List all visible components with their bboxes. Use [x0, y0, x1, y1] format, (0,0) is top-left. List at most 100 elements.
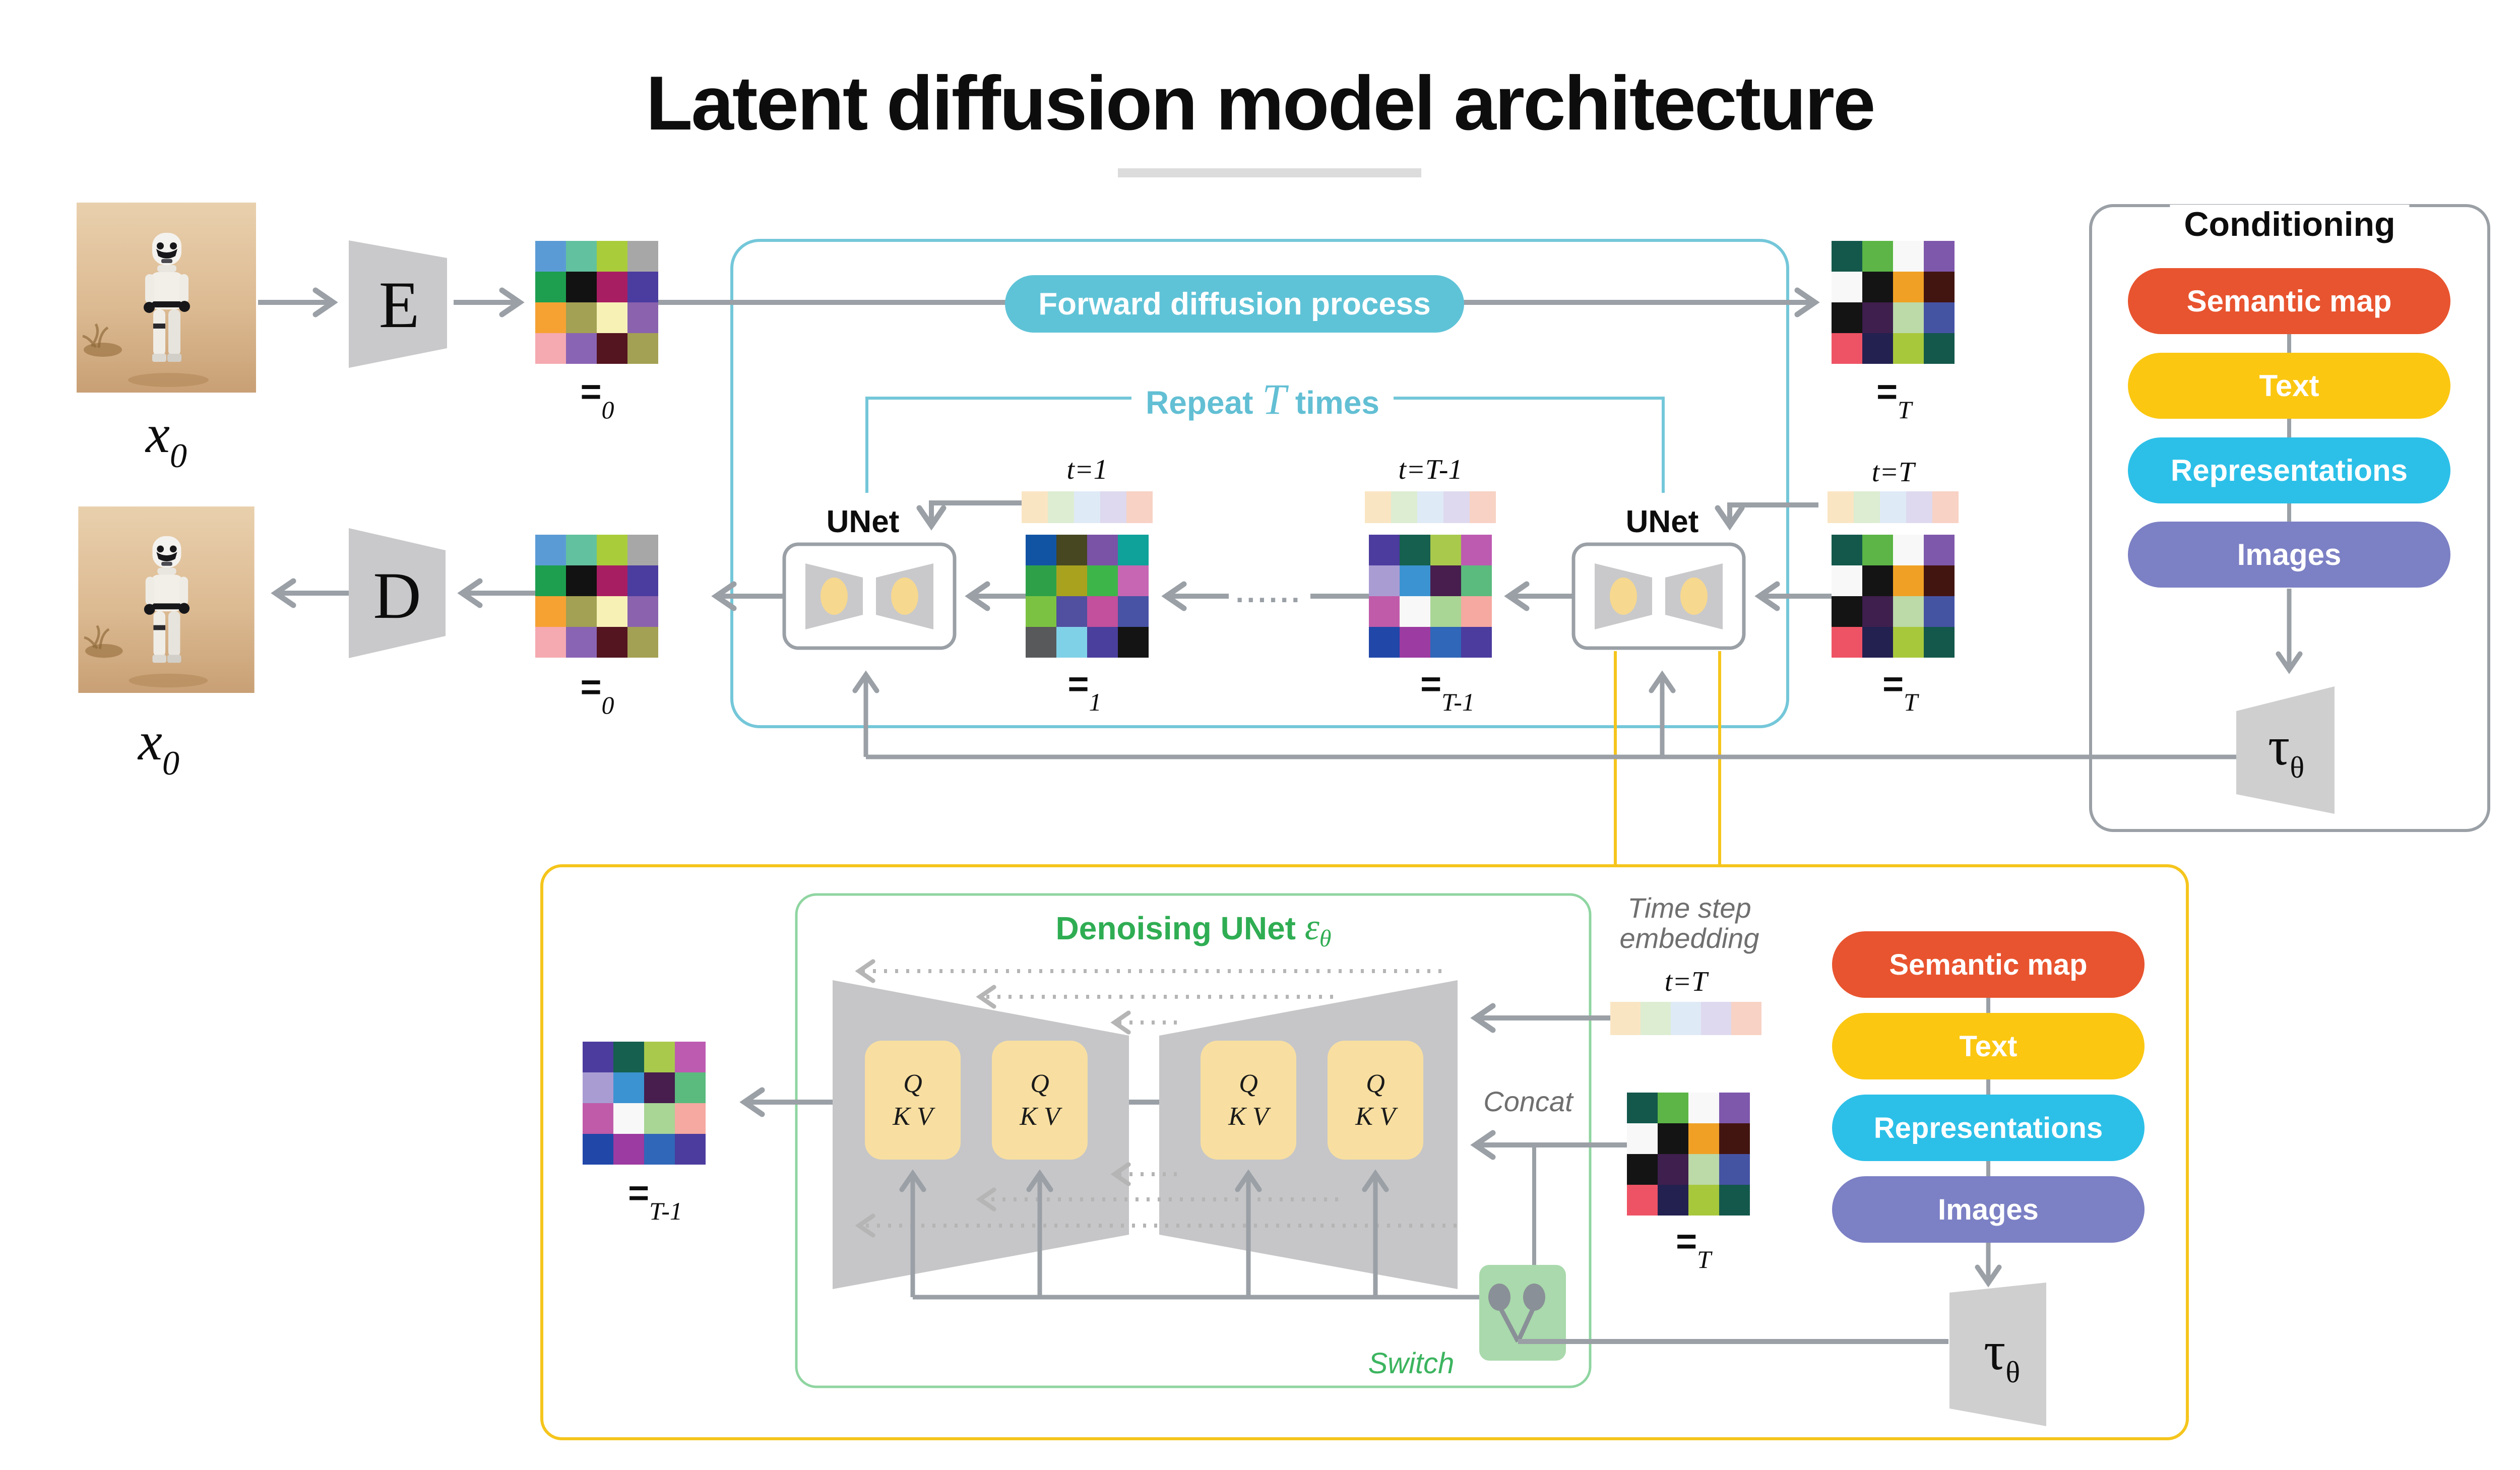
latent-cell	[1906, 491, 1932, 523]
latent-cell	[1369, 565, 1400, 596]
latent-grid-zTm1-detail	[583, 1042, 706, 1165]
latent-cell	[1862, 333, 1893, 364]
latent-cell	[1862, 565, 1893, 596]
latent-cell	[1924, 302, 1955, 333]
latent-cell	[1832, 333, 1862, 364]
tT-label: t=T	[1871, 457, 1915, 488]
repeat-bracket-left	[865, 397, 1131, 493]
latent-cell	[1369, 596, 1400, 627]
latent-cell	[1893, 627, 1924, 658]
tau-encoder-shape	[2236, 686, 2335, 814]
latent-cell	[597, 241, 627, 272]
latent-grid-z0-bottom	[535, 535, 658, 658]
latent-cell	[1627, 1093, 1658, 1123]
stormtrooper-figure	[144, 233, 190, 362]
latent-cell	[1443, 491, 1470, 523]
latent-cell	[1832, 565, 1862, 596]
denoising-unet-box	[795, 893, 1592, 1388]
unet-label-right: UNet	[1625, 504, 1699, 539]
latent-grid-z0-top	[535, 241, 658, 364]
latent-cell	[1862, 627, 1893, 658]
arrow-t1-to-unet	[916, 500, 1022, 531]
latent-cell	[1924, 333, 1955, 364]
latent-cell	[1074, 491, 1100, 523]
latent-cell	[1461, 627, 1492, 658]
latent-cell	[1658, 1185, 1688, 1216]
latent-cell	[1862, 241, 1893, 272]
latent-cell	[597, 333, 627, 364]
latent-cell	[644, 1103, 675, 1134]
latent-cell	[1924, 596, 1955, 627]
latent-cell	[583, 1134, 613, 1165]
latent-cell	[1688, 1093, 1719, 1123]
latent-cell	[1461, 596, 1492, 627]
t1-label: t=1	[1066, 454, 1108, 485]
latent-cell	[566, 302, 597, 333]
latent-cell	[1893, 565, 1924, 596]
latent-cell	[1862, 302, 1893, 333]
latent-cell	[583, 1042, 613, 1072]
latent-cell	[583, 1072, 613, 1103]
latent-cell	[1924, 535, 1955, 565]
arrow-tT-to-unet	[1715, 502, 1818, 531]
latent-cell	[566, 272, 597, 302]
latent-cell	[566, 535, 597, 565]
unet-block-right	[1571, 542, 1746, 650]
latent-cell	[1893, 272, 1924, 302]
latent-cell	[1893, 302, 1924, 333]
latent-cell	[566, 627, 597, 658]
timestep-strip-tT	[1828, 491, 1959, 523]
latent-cell	[1369, 627, 1400, 658]
pill-images: Images	[2128, 522, 2450, 588]
latent-cell	[1893, 535, 1924, 565]
latent-cell	[1832, 596, 1862, 627]
latent-cell	[627, 272, 658, 302]
plant-blur	[84, 343, 122, 357]
latent-cell	[1832, 535, 1862, 565]
latent-cell	[1893, 596, 1924, 627]
zT-label-top: =T	[1876, 372, 1912, 424]
latent-cell	[1087, 565, 1118, 596]
latent-cell	[1461, 535, 1492, 565]
repeat-t-times-label: Repeat T times	[1136, 374, 1390, 424]
latent-cell	[566, 596, 597, 627]
z0-label-bottom: =0	[580, 667, 614, 719]
switch-box	[1479, 1265, 1566, 1361]
latent-cell	[1641, 1002, 1671, 1035]
tTm1-label: t=T-1	[1398, 454, 1463, 485]
latent-cell	[1658, 1093, 1688, 1123]
latent-cell	[597, 565, 627, 596]
ellipsis-dots: ......	[1235, 576, 1303, 609]
x0-label-bottom: x0	[138, 712, 179, 782]
latent-cell	[1026, 627, 1056, 658]
pill-text: Text	[2128, 353, 2450, 419]
latent-cell	[1048, 491, 1074, 523]
latent-cell	[1862, 596, 1893, 627]
unet-block-left	[782, 542, 957, 650]
latent-cell	[1391, 491, 1417, 523]
latent-cell	[1932, 491, 1959, 523]
latent-cell	[1087, 627, 1118, 658]
pill-images-bottom: Images	[1832, 1176, 2145, 1243]
zTm1-label-detail: =T-1	[628, 1173, 682, 1225]
latent-grid-zT-mid	[1832, 535, 1955, 658]
zTm1-label: =T-1	[1420, 664, 1475, 716]
latent-cell	[1400, 627, 1430, 658]
page-title: Latent diffusion model architecture	[646, 60, 1875, 146]
latent-cell	[597, 627, 627, 658]
latent-cell	[1658, 1123, 1688, 1154]
latent-cell	[1026, 535, 1056, 565]
latent-cell	[566, 565, 597, 596]
latent-cell	[644, 1134, 675, 1165]
encoder-label: E	[379, 268, 420, 342]
latent-cell	[1924, 565, 1955, 596]
latent-cell	[1880, 491, 1906, 523]
tau-label: τθ	[2267, 717, 2305, 784]
input-image-x0	[77, 203, 256, 395]
latent-cell	[1688, 1185, 1719, 1216]
